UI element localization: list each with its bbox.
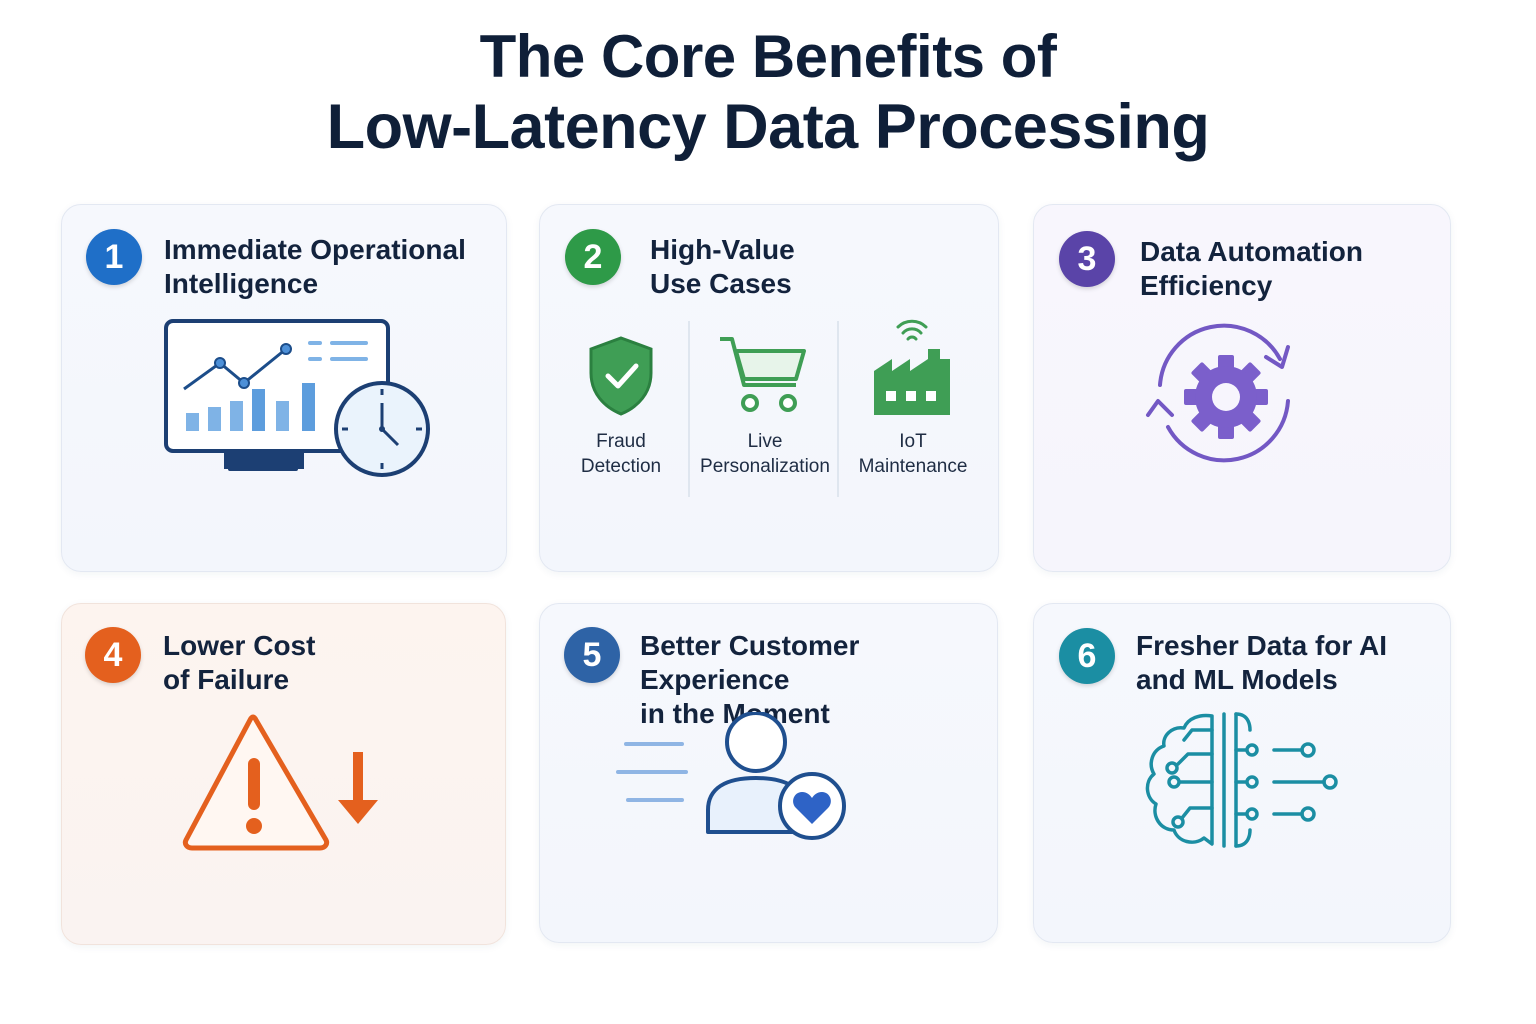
card-number-badge: 4 xyxy=(85,627,141,683)
iot-factory-icon xyxy=(874,319,950,415)
card-number-badge: 1 xyxy=(86,229,142,285)
ai-brain-icon xyxy=(1145,712,1338,848)
dashboard-clock-icon xyxy=(164,319,430,477)
use-case-label: IoT Maintenance xyxy=(858,431,968,477)
card-lower-cost-of-failure: 4 Lower Cost of Failure xyxy=(61,603,506,945)
shield-check-icon xyxy=(589,336,653,416)
page-title: The Core Benefits of Low-Latency Data Pr… xyxy=(0,22,1536,162)
use-case-label: Live Personalization xyxy=(700,431,830,477)
card-use-cases: 2 High-Value Use Cases Fraud Detection L… xyxy=(539,204,999,572)
card-number-badge: 5 xyxy=(564,627,620,683)
card-fresher-data-ai-ml: 6 Fresher Data for AI and ML Models xyxy=(1033,603,1451,943)
card-title: Lower Cost of Failure xyxy=(163,630,316,695)
use-case-label: Fraud Detection xyxy=(580,431,662,477)
card-title: Fresher Data for AI and ML Models xyxy=(1136,630,1388,695)
gear-cycle-icon xyxy=(1146,323,1290,463)
use-case-divider xyxy=(688,321,690,497)
card-number-badge: 2 xyxy=(565,229,621,285)
warning-down-icon xyxy=(182,714,378,851)
card-automation-efficiency: 3 Data Automation Efficiency xyxy=(1033,204,1451,572)
card-title: High-Value Use Cases xyxy=(650,234,795,299)
card-title: Data Automation Efficiency xyxy=(1140,236,1363,301)
card-number-badge: 6 xyxy=(1059,628,1115,684)
title-line-1: The Core Benefits of xyxy=(479,23,1057,90)
card-title: Immediate Operational Intelligence xyxy=(164,234,466,299)
title-line-2: Low-Latency Data Processing xyxy=(326,92,1210,162)
card-operational-intelligence: 1 Immediate Operational Intelligence xyxy=(61,204,507,572)
user-heart-icon xyxy=(616,712,846,840)
shopping-cart-icon xyxy=(720,337,806,412)
use-case-divider xyxy=(837,321,839,497)
card-customer-experience: 5 Better Customer Experience in the Mome… xyxy=(539,603,998,943)
card-number-badge: 3 xyxy=(1059,231,1115,287)
